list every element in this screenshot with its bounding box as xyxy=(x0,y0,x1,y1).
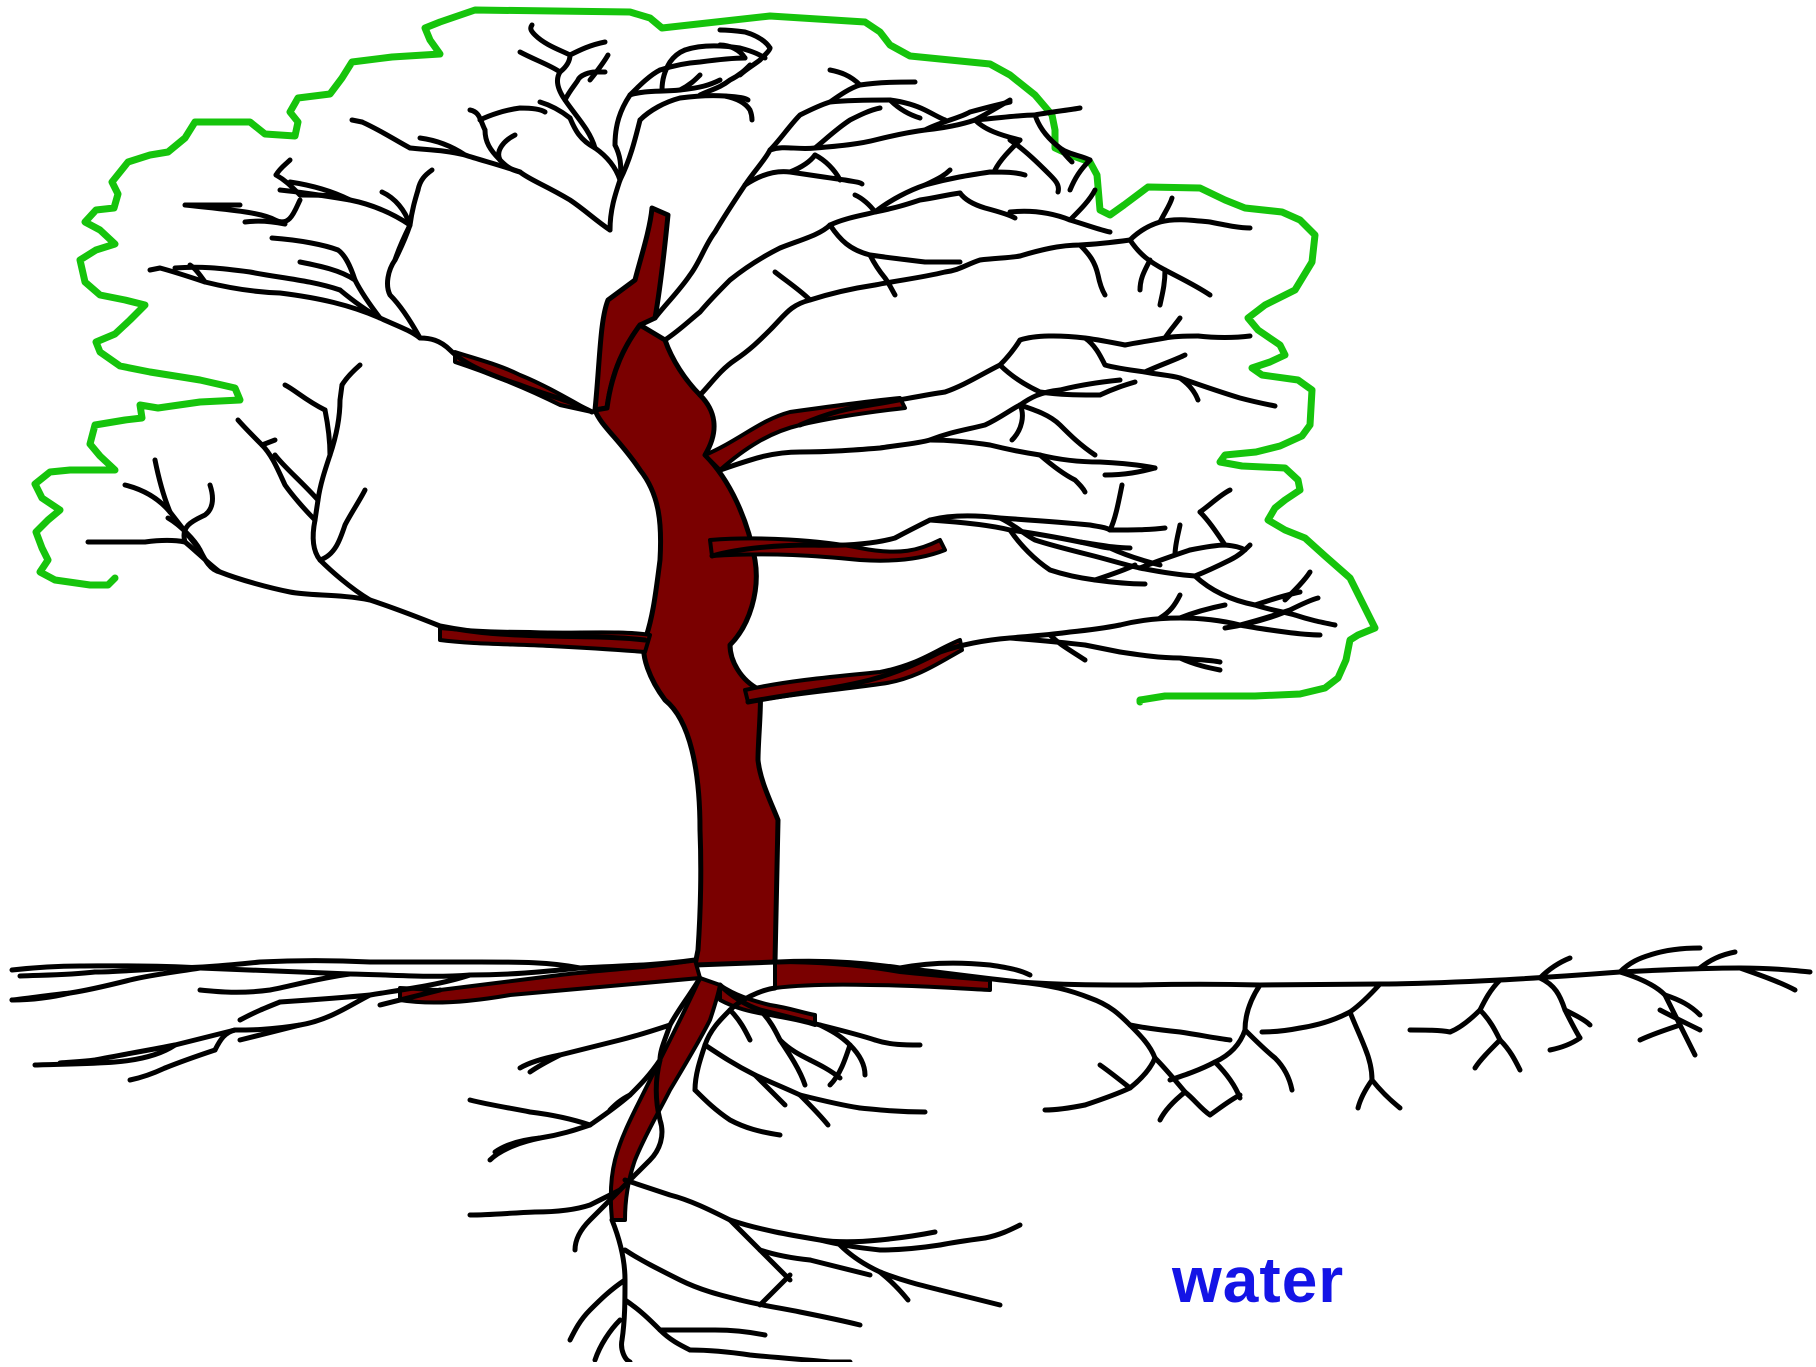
water-label: water xyxy=(1172,1248,1344,1312)
roots xyxy=(12,948,1810,1362)
